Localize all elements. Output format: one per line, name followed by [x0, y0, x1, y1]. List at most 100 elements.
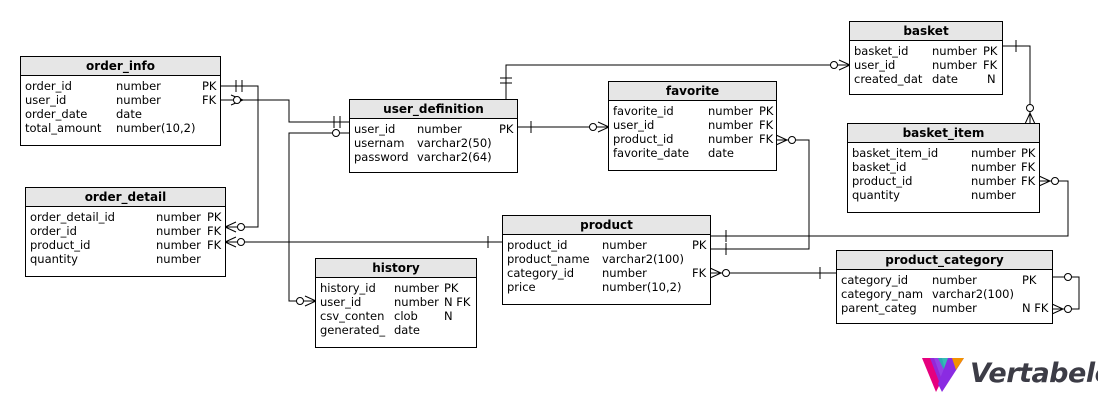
table-row: order_date date [25, 107, 216, 121]
column-name: price [507, 280, 536, 294]
column-type: date [394, 323, 420, 337]
column-key: N FK [444, 295, 471, 309]
column-name: generated_ [320, 323, 386, 337]
table-row: price number(10,2) [507, 280, 706, 294]
table-row: basket_id number PK [854, 44, 998, 58]
column-key: N [987, 72, 996, 86]
column-type: number [932, 44, 977, 58]
column-key: FK [207, 238, 222, 252]
column-name: category_id [841, 273, 909, 287]
column-name: order_date [25, 107, 88, 121]
column-key: FK [759, 132, 774, 146]
column-type: number [602, 238, 647, 252]
column-type: number [971, 188, 1016, 202]
column-name: basket_id [852, 160, 907, 174]
rel-order-detail-order-info [220, 80, 259, 233]
column-type: number [394, 281, 439, 295]
column-name: history_id [320, 281, 376, 295]
column-type: number [708, 118, 753, 132]
column-name: product_id [507, 238, 568, 252]
vertabelo-logo-text: Vertabelo [970, 358, 1098, 389]
table-row: basket_item_id number PK [852, 146, 1035, 160]
column-key: FK [207, 224, 222, 238]
column-key: PK [1021, 146, 1036, 160]
table-row: favorite_date date [613, 146, 772, 160]
column-name: user_id [320, 295, 362, 309]
table-title: user_definition [350, 100, 517, 119]
rel-product-product-category [709, 267, 836, 279]
column-type: date [932, 72, 958, 86]
table-row: order_id number FK [30, 224, 221, 238]
column-type: number [156, 224, 201, 238]
column-type: number(10,2) [602, 280, 682, 294]
column-type: number [932, 301, 977, 315]
column-type: number [156, 238, 201, 252]
column-name: order_id [25, 79, 72, 93]
rel-order-detail-product [223, 236, 503, 248]
column-name: order_detail_id [30, 210, 115, 224]
column-name: usernam [354, 136, 405, 150]
rel-basket-item-basket [1002, 40, 1036, 125]
column-key: PK [202, 79, 217, 93]
column-name: order_id [30, 224, 77, 238]
table-title: product_category [837, 251, 1052, 270]
table-title: order_info [21, 57, 220, 76]
column-key: FK [692, 266, 707, 280]
column-name: basket_id [854, 44, 909, 58]
rel-product-category-self [1051, 273, 1080, 315]
column-key: PK [1022, 273, 1037, 287]
rel-basket-item-product [710, 175, 1069, 242]
table-row: product_id number FK [613, 132, 774, 146]
column-key: PK [692, 238, 707, 252]
column-type: date [708, 146, 734, 160]
column-type: number [156, 210, 201, 224]
column-type: number [971, 146, 1016, 160]
column-name: user_id [613, 118, 655, 132]
table-title: favorite [609, 82, 776, 101]
rel-order-info-user-definition [220, 94, 350, 128]
column-key: FK [983, 58, 998, 72]
column-type: number [932, 273, 977, 287]
column-type: number [417, 122, 462, 136]
column-name: product_id [613, 132, 674, 146]
column-name: favorite_date [613, 146, 690, 160]
column-name: basket_item_id [852, 146, 939, 160]
column-name: quantity [852, 188, 900, 202]
column-type: number [708, 132, 753, 146]
column-type: date [116, 107, 142, 121]
table-title: basket [850, 22, 1002, 41]
table-title: basket_item [848, 124, 1039, 143]
column-name: user_id [354, 122, 396, 136]
table-row: quantity number [852, 188, 1035, 202]
column-name: category_id [507, 266, 575, 280]
column-type: number [971, 174, 1016, 188]
column-key: PK [983, 44, 998, 58]
column-type: varchar2(100) [602, 252, 684, 266]
column-type: varchar2(50) [417, 136, 492, 150]
column-type: number [971, 160, 1016, 174]
column-name: csv_conten [320, 309, 385, 323]
column-type: clob [394, 309, 418, 323]
